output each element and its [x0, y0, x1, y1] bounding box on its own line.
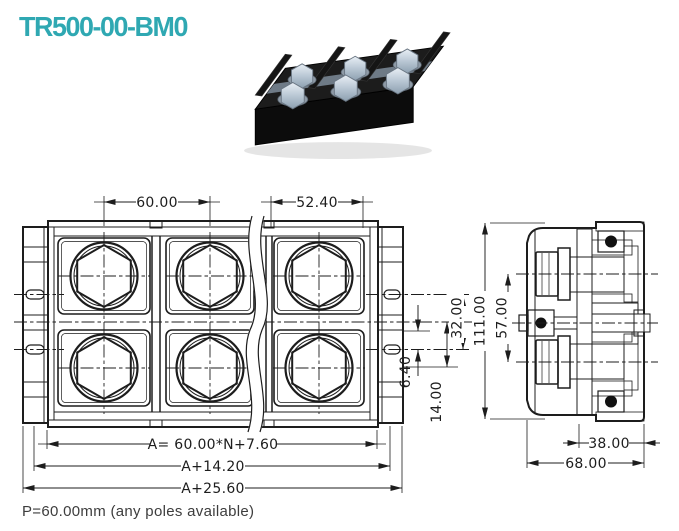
dim-label-depth-total: 68.00: [565, 456, 607, 472]
dim-label-height: 111.00: [473, 296, 489, 347]
separator-fin: [254, 53, 293, 97]
separator-fin: [412, 31, 451, 75]
pin-bottom: [605, 395, 617, 408]
threaded-stud: [569, 343, 625, 380]
side-view-drawing: [512, 221, 658, 422]
middle-clamp-section: [518, 302, 651, 345]
threaded-stud: [569, 256, 625, 293]
dim-label-screw-span: 57.00: [495, 297, 511, 339]
dim-label-end: 52.40: [296, 195, 338, 211]
dimensions: 60.00 52.40 A= 60.00*N+7.60 A+14.20: [22, 194, 660, 497]
dim-label-formula: A= 60.00*N+7.60: [148, 437, 279, 453]
hex-bolt-photo: [277, 48, 422, 110]
dim-label-width-outer: A+25.60: [181, 481, 245, 497]
centerlines: [14, 232, 472, 414]
front-view-drawing: [14, 214, 472, 435]
right-flange: [377, 226, 404, 424]
dim-label-depth-inner: 38.00: [588, 436, 630, 452]
separator-fin: [359, 39, 398, 82]
pin-top: [605, 235, 617, 248]
break-line: [245, 214, 268, 435]
dim-label-slot-width: 6.40: [398, 356, 414, 388]
part-number-title: TR500-00-BM0: [19, 11, 188, 42]
left-flange: [22, 226, 49, 424]
dim-label-slot-offset: 14.00: [429, 381, 445, 423]
dim-label-slot-span: 32.00: [450, 297, 466, 339]
pin-block: [597, 230, 625, 253]
dim-label-pitch: 60.00: [136, 195, 178, 211]
separator-fin: [307, 46, 346, 89]
pin-block: [597, 390, 625, 413]
bottom-screw-section: [535, 331, 639, 397]
top-screw-section: [535, 239, 639, 307]
product-photo: [244, 31, 451, 160]
dim-label-width-mid: A+14.20: [181, 459, 245, 475]
pitch-note: P=60.00mm (any poles available): [22, 503, 255, 520]
